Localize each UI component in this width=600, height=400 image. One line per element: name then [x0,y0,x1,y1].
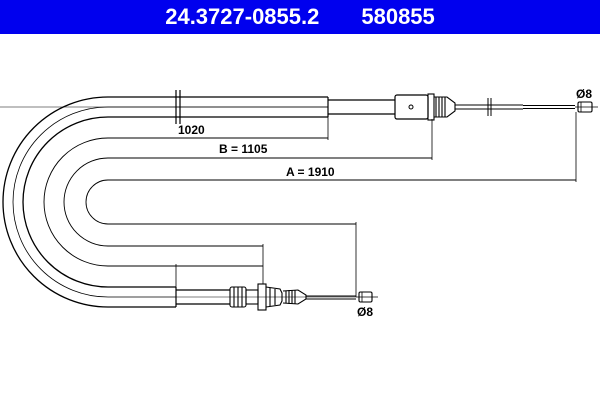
bottom-diameter-label: Ø8 [357,305,373,319]
dimension-1020: 1020 [178,123,205,137]
reference-number: 580855 [361,4,435,29]
top-fitting [394,94,429,120]
dimension-b: B = 1105 [219,142,268,156]
dimension-loops [43,137,576,267]
part-number: 24.3727-0855.2 [165,4,320,29]
title-bar: 24.3727-0855.2 580855 [0,0,600,34]
dimension-a: A = 1910 [286,165,335,179]
outer-sheath [2,96,328,308]
top-diameter-label: Ø8 [576,87,592,101]
